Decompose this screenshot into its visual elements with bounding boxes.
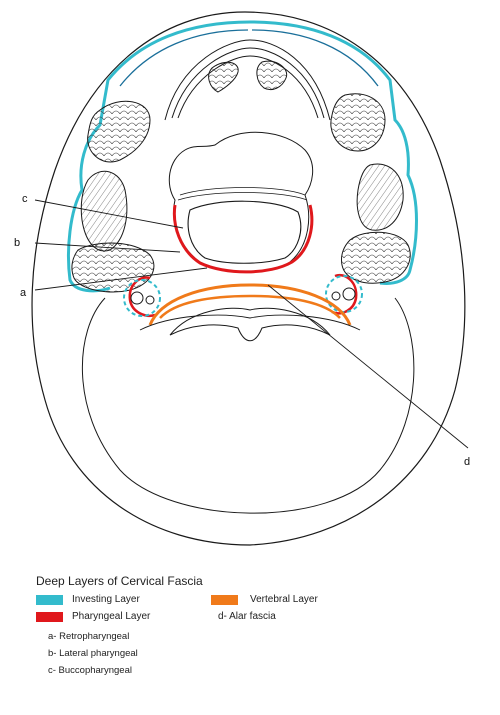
pharynx-inner [187, 200, 302, 264]
pharyngeal-swatch [36, 612, 63, 622]
leader-c [34, 199, 184, 229]
investing-layer-left [67, 20, 251, 293]
key-b: b- Lateral pharyngeal [48, 648, 138, 659]
neck-outline [31, 11, 466, 546]
right-muscle-mid [356, 163, 404, 231]
pharyngeal-layer [172, 204, 314, 274]
label-c: c [22, 193, 28, 205]
right-muscle-upper [330, 93, 386, 152]
leader-a [34, 267, 208, 291]
investing-swatch [36, 595, 63, 605]
vertebral-label: Vertebral Layer [250, 594, 318, 605]
leader-d [267, 284, 469, 449]
investing-label: Investing Layer [72, 594, 140, 605]
pharyngeal-label: Pharyngeal Layer [72, 611, 151, 622]
vertebral-layer [148, 283, 352, 326]
label-d: d [464, 456, 470, 468]
prevertebral-body [169, 307, 331, 342]
upper-shape-right [256, 60, 288, 91]
right-muscle-lower [341, 231, 411, 284]
left-carotid-sheath [123, 279, 161, 317]
leader-b [34, 242, 181, 253]
legend-title: Deep Layers of Cervical Fascia [36, 574, 203, 588]
alar-fascia [159, 294, 341, 319]
investing-layer [249, 20, 418, 285]
label-b: b [14, 237, 20, 249]
left-muscle-lower [71, 242, 155, 293]
upper-shape-left [208, 61, 239, 93]
alar-label: d- Alar fascia [218, 611, 276, 622]
left-muscle-mid [80, 170, 128, 252]
legend: Deep Layers of Cervical Fascia Investing… [36, 574, 476, 704]
investing-layer-dark [119, 29, 379, 87]
key-a: a- Retropharyngeal [48, 631, 130, 642]
lower-contour [81, 297, 415, 514]
vertebral-swatch [211, 595, 238, 605]
upper-arc [164, 39, 331, 121]
left-muscle-upper [87, 100, 151, 163]
label-a: a [20, 287, 27, 299]
right-carotid-sheath [325, 275, 363, 313]
key-c: c- Buccopharyngeal [48, 665, 132, 676]
cross-section-diagram: c b a d [14, 11, 470, 546]
